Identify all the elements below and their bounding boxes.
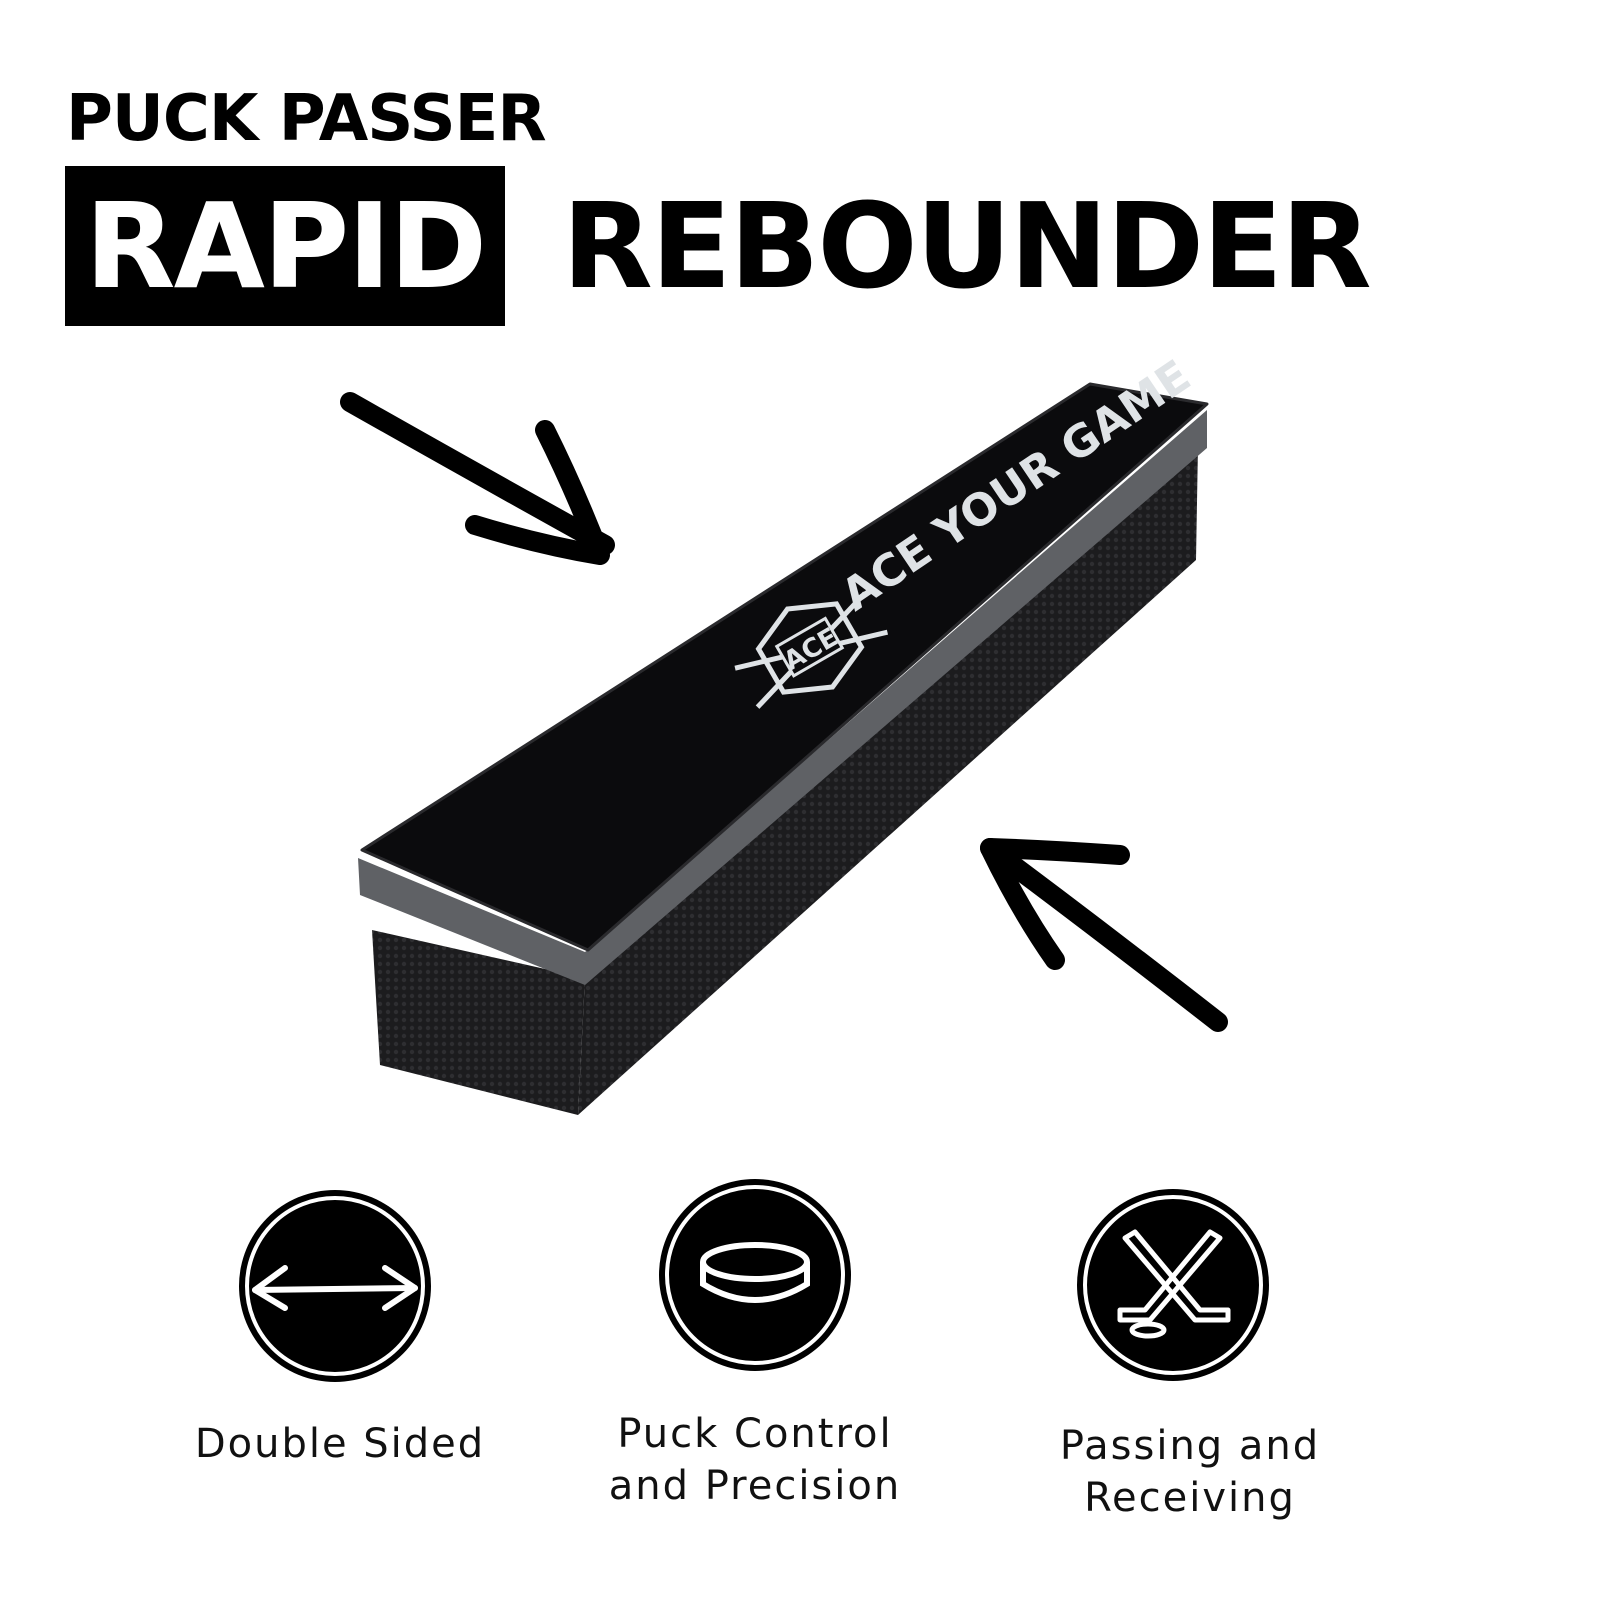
crossed-sticks-icon [1077, 1189, 1269, 1381]
feature-label-puck-control: Puck Control and Precision [595, 1408, 915, 1512]
mesh-side [578, 445, 1198, 1115]
mesh-end [372, 930, 585, 1115]
product-subtitle: PUCK PASSER [66, 82, 547, 156]
double-arrow-icon [239, 1190, 431, 1382]
ace-hockey-logo: ACE [734, 591, 889, 709]
rim [358, 410, 1207, 985]
arrow-icon-top [340, 392, 615, 565]
feature-label-line: Passing and [1059, 1423, 1321, 1469]
arrow-icon-bottom [980, 838, 1228, 1032]
puck-icon [659, 1179, 851, 1371]
feature-label-line: Receiving [1084, 1475, 1296, 1521]
feature-label-line: and Precision [608, 1463, 902, 1509]
product-title: REBOUNDER [562, 177, 1372, 315]
feature-label-line: Puck Control [617, 1411, 893, 1457]
feature-label-passing: Passing and Receiving [1030, 1420, 1350, 1524]
feature-label-double-sided: Double Sided [180, 1418, 500, 1470]
feature-label-text: Double Sided [194, 1421, 486, 1467]
top-face [360, 382, 1209, 952]
highlight-title: RAPID [65, 166, 505, 326]
rebounder-product: ACE YOUR GAME ACE [358, 350, 1209, 1115]
